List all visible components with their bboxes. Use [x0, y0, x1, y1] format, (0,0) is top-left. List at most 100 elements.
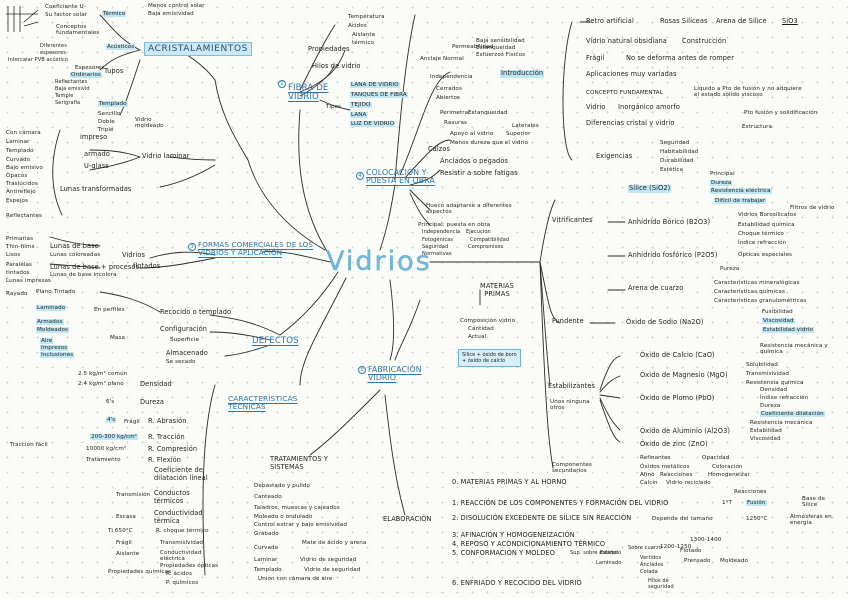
- glass-sketch-icon: [4, 2, 42, 36]
- def-masa: Masa: [110, 335, 125, 341]
- fibra-lana: LANA DE VIDRIO: [350, 82, 400, 88]
- comp-durabilidad: Durabilidad: [660, 158, 693, 164]
- car-dilatacion: Coeficiente de dilatación lineal: [154, 467, 210, 482]
- col-abiertos: Abiertos: [436, 95, 460, 101]
- comp-construccion: Construcción: [682, 38, 726, 46]
- fab-elaboracion: ELABORACIÓN: [383, 516, 432, 524]
- fab-moleado: Moleado o ondulado: [254, 514, 312, 520]
- comp-refinantes: Refinantes: [640, 455, 671, 461]
- acr-ordinarios: Ordinarios: [70, 72, 102, 78]
- elab-colada: Colada: [640, 570, 658, 576]
- acr-impreso: impreso: [80, 134, 107, 142]
- formas-lisos: Lisos: [6, 252, 20, 258]
- comp-borico: Anhídrido Bórico (B2O3): [628, 219, 710, 227]
- comp-coloracion: Coloración: [712, 464, 743, 470]
- comp-res-mecanica: Resistencia mecánica: [750, 420, 812, 426]
- acr-curvado: Curvado: [6, 157, 30, 163]
- car-cond-electrica: Conductividad eléctrica: [160, 550, 208, 563]
- col-resistir: Resistir a sobre fatigas: [440, 170, 518, 178]
- fab-curvado: Curvado: [254, 545, 278, 551]
- col-ejecucion: Ejecución: [466, 230, 491, 236]
- colocacion-title: COLOCACIÓN Y PUESTA EN OBRA: [366, 169, 440, 185]
- car-choque: R. choque térmico: [156, 528, 209, 534]
- fibra-lana2: LANA: [350, 112, 367, 118]
- comp-coef-dilat: Coeficiente dilatación: [760, 411, 825, 417]
- formas-tintados: tintados: [6, 270, 30, 276]
- car-p-quimicos: P. químicos: [166, 580, 198, 586]
- formas-vidrios: Vidrios: [122, 252, 145, 260]
- def-perfiles: En perfiles: [94, 307, 125, 313]
- acr-acusticos: Acústicos: [106, 44, 135, 50]
- comp-ind-refraccion: Índice refracción: [760, 395, 808, 401]
- comp-fragil: Frágil: [586, 55, 605, 63]
- comp-rosas: Rosas Silíceas: [660, 18, 708, 26]
- acr-espejos: Espejos: [6, 198, 28, 204]
- elab-step-0: 0. MATERIAS PRIMAS Y AL HORNO: [452, 479, 592, 487]
- fab-union: Unión con cámara de aire: [258, 576, 332, 582]
- acr-traslucidos: Traslúcidos: [6, 181, 38, 187]
- elab-prensado: Prensado: [684, 558, 711, 564]
- acr-con-camara: Con cámara: [6, 130, 41, 136]
- comp-calcio: Óxido de Calcio (CaO): [640, 352, 715, 360]
- car-conductividad: Conductividad térmica: [154, 510, 210, 525]
- formas-lunas-base: Lunas de base: [50, 243, 99, 251]
- acr-laminar: Laminar: [6, 139, 30, 145]
- formas-num: 3: [188, 243, 196, 251]
- acr-factor-solar: Su factor solar: [45, 12, 87, 18]
- car-quimicas: Propiedades químicas: [108, 569, 171, 575]
- comp-sio3: SiO3: [782, 18, 798, 26]
- comp-reacciones: Reacciones: [660, 472, 693, 478]
- comp-mineralogicas: Características mineralógicas: [714, 280, 800, 286]
- col-superior: Superior: [506, 131, 530, 137]
- acr-espesores: espesores: [40, 51, 66, 57]
- comp-zinc: Óxido de zinc (ZnO): [640, 441, 708, 449]
- acristalamientos-title: ACRISTALAMIENTOS: [144, 42, 252, 56]
- car-fragil: Frágil: [124, 419, 140, 425]
- fibra-hilos: Hilos de vidrio: [312, 63, 361, 71]
- col-baja-sens: Baja sensibilidad: [476, 38, 525, 44]
- elab-estirado: Estirado: [600, 551, 621, 557]
- car-acidos: R. ácidos: [166, 571, 192, 577]
- colocacion-num: 4: [356, 172, 364, 180]
- comp-dureza: Dureza: [710, 180, 732, 186]
- acr-lunas-transformadas: Lunas transformadas: [60, 186, 131, 194]
- acr-baja-emis: Baja emisivid: [55, 87, 90, 93]
- comp-quimicas: Características químicas: [714, 289, 785, 295]
- acr-conceptos: Conceptos fundamentales: [56, 24, 108, 37]
- fab-actual: Actual: [468, 334, 486, 340]
- elab-fusion: Fusión: [746, 500, 767, 506]
- comp-no-deforma: No se deforma antes de romper: [626, 55, 734, 63]
- car-6s: 6's: [106, 399, 114, 405]
- def-configuracion: Configuración: [160, 326, 207, 334]
- elab-atmosferas: Atmósferas en energía: [790, 514, 840, 527]
- fibra-luz: LUZ DE VIDRIO: [350, 121, 395, 127]
- comp-homogeneizar: Homogeneizar: [708, 472, 750, 478]
- comp-vitrificantes: Vitrificantes: [552, 217, 593, 225]
- comp-fundente: Fundente: [552, 318, 584, 326]
- car-200-300: 200-300 kg/cm²: [90, 434, 138, 440]
- comp-afino: Afino: [640, 472, 655, 478]
- elab-1t: 1°T: [722, 500, 732, 506]
- car-conductos: Conductos térmicos: [154, 490, 210, 505]
- elab-flotado: Flotado: [680, 548, 702, 554]
- fibra-tipos: Tipos: [326, 104, 341, 110]
- comp-granulometricas: Características granulométricas: [714, 298, 806, 304]
- elab-step-6: 6. ENFRIADO Y RECOCIDO DEL VIDRIO: [452, 580, 582, 588]
- car-24: 2.4 kg/m³ plano: [78, 381, 124, 387]
- comp-viscosidad2: Viscosidad: [750, 436, 781, 442]
- comp-seguridad: Seguridad: [660, 140, 689, 146]
- comp-estabilizantes: Estabilizantes: [548, 383, 595, 391]
- fibra-tanques: TANQUES DE FIBRA: [350, 92, 408, 98]
- comp-pureza: Pureza: [720, 266, 739, 272]
- def-alre: Alre: [40, 338, 53, 344]
- acr-reflectantes: Reflectantes: [55, 80, 87, 86]
- acr-pvb: Intercalar PVB acústico: [8, 58, 68, 64]
- comp-densidad: Densidad: [760, 387, 787, 393]
- comp-viscosidad: Viscosidad: [762, 318, 795, 324]
- def-moldeados: Moldeados: [36, 327, 69, 333]
- col-menos-dureza: Menos dureza que el vidrio: [450, 140, 530, 146]
- comp-refraccion: Índice refracción: [738, 240, 786, 246]
- car-compresion: R. Compresión: [148, 446, 197, 454]
- elab-base-silice: Base de Silice: [802, 496, 842, 509]
- acr-reflectantes2: Reflectantes: [6, 213, 42, 219]
